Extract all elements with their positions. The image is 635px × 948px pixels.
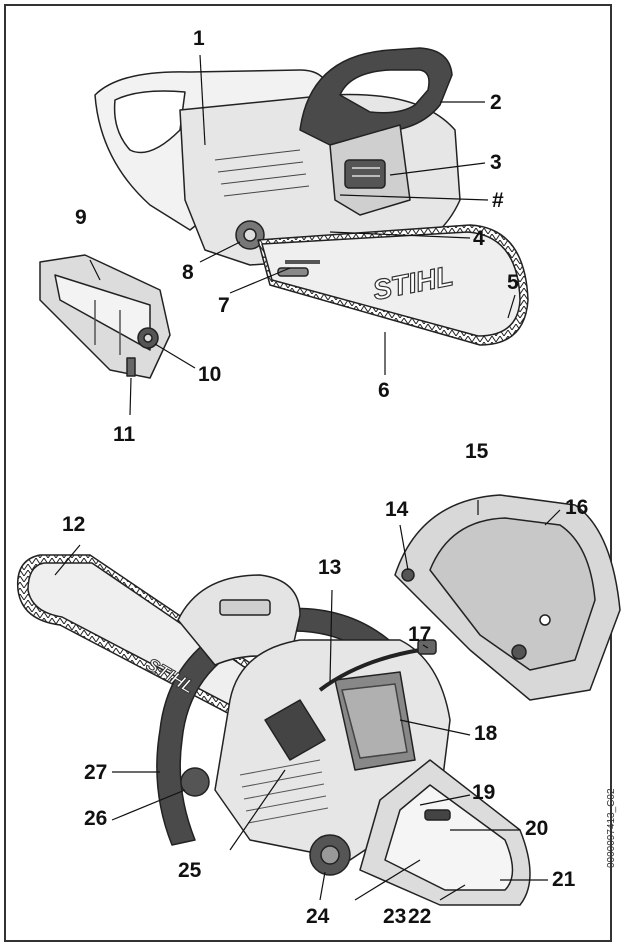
callout-21: 21: [552, 868, 576, 891]
bottom-chainsaw: [16, 554, 531, 906]
choke-knob: [180, 767, 210, 797]
callout-24: 24: [306, 905, 330, 928]
callout-19: 19: [472, 781, 496, 804]
callout-18: 18: [474, 722, 498, 745]
rear-handle-opening: [113, 90, 186, 154]
starter-grip: [264, 699, 326, 761]
callout-2: 2: [490, 91, 502, 114]
callout-25: 25: [178, 859, 202, 882]
cover-stud: [126, 357, 136, 377]
callout-4: 4: [473, 227, 485, 250]
machine-cover: [394, 494, 621, 701]
callout-23: 23: [383, 905, 407, 928]
callout-5: 5: [507, 271, 519, 294]
callout-12: 12: [62, 513, 86, 536]
callout-10: 10: [198, 363, 222, 386]
top-chainsaw: [94, 47, 529, 346]
callout-26: 26: [84, 807, 108, 830]
callout-14: 14: [385, 498, 409, 521]
callout-17: 17: [408, 623, 432, 646]
front-handle: [299, 47, 453, 146]
callout-15: 15: [465, 440, 489, 463]
callout-16: 16: [565, 496, 589, 519]
leader-lines: [54, 54, 561, 901]
hand-guard-bottom: [177, 574, 301, 666]
guide-bar-inner: [261, 231, 521, 337]
sprocket-cover: [39, 254, 171, 379]
spark-plug-lead: [318, 648, 421, 692]
cover-screw: [511, 644, 527, 660]
callout-11: 11: [113, 423, 136, 446]
callout-hash: #: [492, 189, 504, 212]
callout-7: 7: [218, 294, 230, 317]
engine-fins-bottom: [239, 759, 329, 824]
cover-lock: [401, 568, 415, 582]
guard-grip: [344, 159, 386, 189]
callout-1: 1: [193, 27, 205, 50]
callout-20: 20: [525, 817, 549, 840]
callout-6: 6: [378, 379, 390, 402]
callout-13: 13: [318, 556, 342, 579]
document-id: 0000097413_C02: [606, 788, 617, 868]
throttle-lockout: [424, 809, 451, 821]
callout-27: 27: [84, 761, 108, 784]
callout-9: 9: [75, 206, 87, 229]
callout-8: 8: [182, 261, 194, 284]
callout-3: 3: [490, 151, 502, 174]
engine-fins: [214, 149, 310, 197]
callout-22: 22: [408, 905, 432, 928]
